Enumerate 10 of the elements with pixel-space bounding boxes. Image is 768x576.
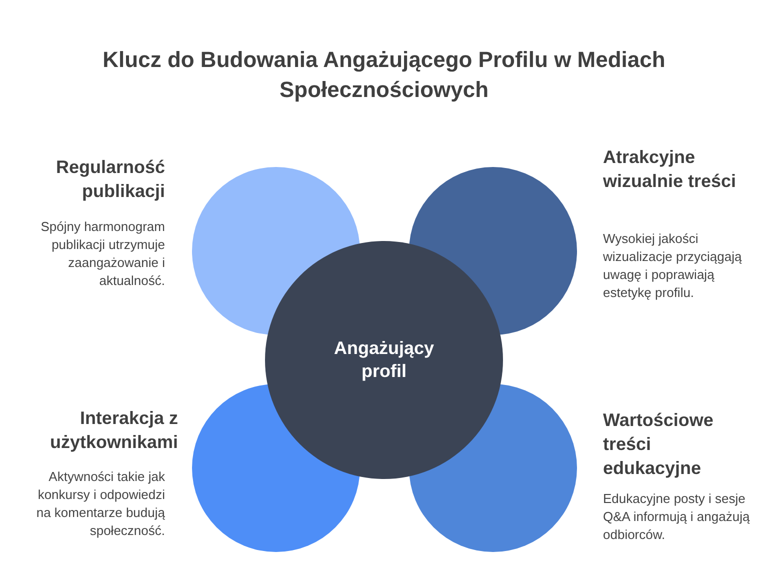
item-description: Spójny harmonogram publikacji utrzymuje zaangażowanie i aktualność. bbox=[40, 218, 165, 290]
item-heading: Regularność publikacji bbox=[54, 156, 165, 203]
item-description: Edukacyjne posty i sesje Q&A informują i angażują odbiorców. bbox=[603, 490, 751, 544]
node-label: Angażujący profil bbox=[332, 337, 436, 383]
item-heading: Wartościowe treści edukacyjne bbox=[603, 409, 714, 480]
item-heading: Interakcja z użytkownikami bbox=[48, 407, 178, 454]
item-heading: Atrakcyjne wizualnie treści bbox=[603, 146, 738, 193]
item-description: Wysokiej jakości wizualizacje przyciągają uwagę i poprawiają estetykę profilu. bbox=[603, 230, 743, 302]
item-description: Aktywności takie jak konkursy i odpowiedzi na komentarze budują społeczność. bbox=[35, 468, 165, 540]
diagram-title: Klucz do Budowania Angażującego Profilu w Mediach Społecznościowych bbox=[102, 46, 666, 104]
